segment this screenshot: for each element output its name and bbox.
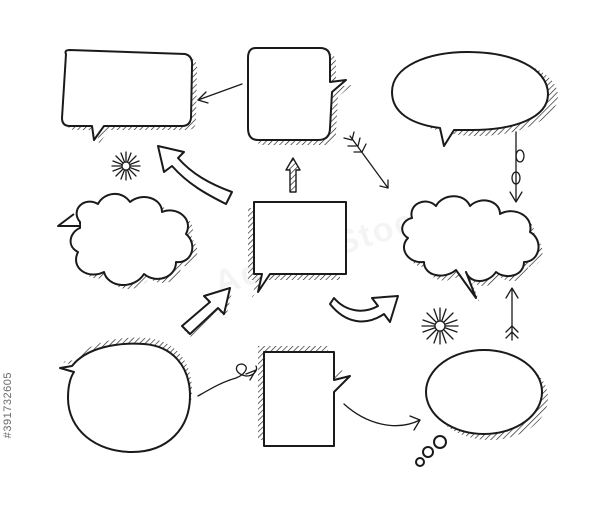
loopy-arrow — [197, 363, 258, 397]
oval-speech-bubble — [391, 51, 558, 147]
sunburst-doodle-2 — [421, 307, 459, 345]
block-arrow-up-right — [181, 287, 232, 338]
curved-arrow-right — [343, 403, 421, 431]
feathered-up-arrow — [505, 287, 519, 341]
feathered-arrow — [343, 131, 389, 189]
round-speech-bubble — [59, 337, 192, 453]
center-square-speech-bubble — [248, 201, 347, 298]
curved-arrow-up-left — [157, 145, 233, 205]
cloud-speech-bubble — [57, 193, 198, 290]
box-speech-bubble — [258, 346, 351, 447]
loop-arrow-down — [509, 131, 525, 203]
cloud-speech-bubble-right — [401, 195, 543, 303]
rounded-speech-bubble — [61, 49, 198, 144]
left-arrow — [197, 83, 243, 104]
square-speech-bubble — [247, 47, 352, 145]
up-arrow — [285, 157, 301, 193]
curved-block-arrow-right — [329, 295, 399, 323]
sunburst-doodle — [111, 151, 141, 181]
thought-bubble — [415, 349, 548, 467]
stock-id-label: #391732605 — [2, 372, 14, 439]
